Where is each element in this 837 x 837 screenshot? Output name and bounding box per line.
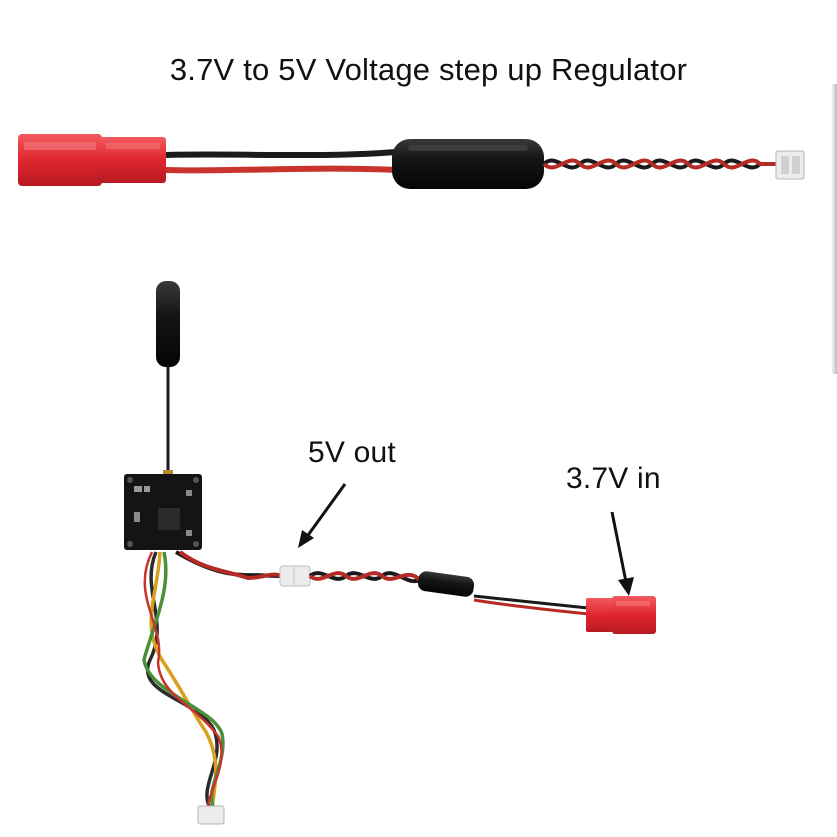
regulator-heatshrink-small [417, 571, 475, 597]
jst-connector-top [18, 134, 166, 186]
label-3-7v-in: 3.7V in [566, 462, 661, 495]
regulator-heatshrink [392, 139, 544, 189]
antenna [156, 281, 180, 482]
arrow-5v-out [298, 483, 347, 548]
vtx-board [124, 474, 202, 550]
regulator-cable [18, 134, 805, 189]
video-lead-connector [197, 805, 225, 825]
screen-edge-shadow [831, 84, 837, 374]
video-lead [142, 551, 225, 825]
connector-3-7v-in [586, 596, 656, 634]
jst-small-connector-top [775, 150, 805, 180]
vtx-assembly [124, 281, 656, 825]
arrow-3-7v-in [610, 511, 634, 596]
connector-5v-out [279, 565, 311, 587]
label-5v-out: 5V out [308, 436, 396, 469]
page-title: 3.7V to 5V Voltage step up Regulator [169, 52, 688, 87]
